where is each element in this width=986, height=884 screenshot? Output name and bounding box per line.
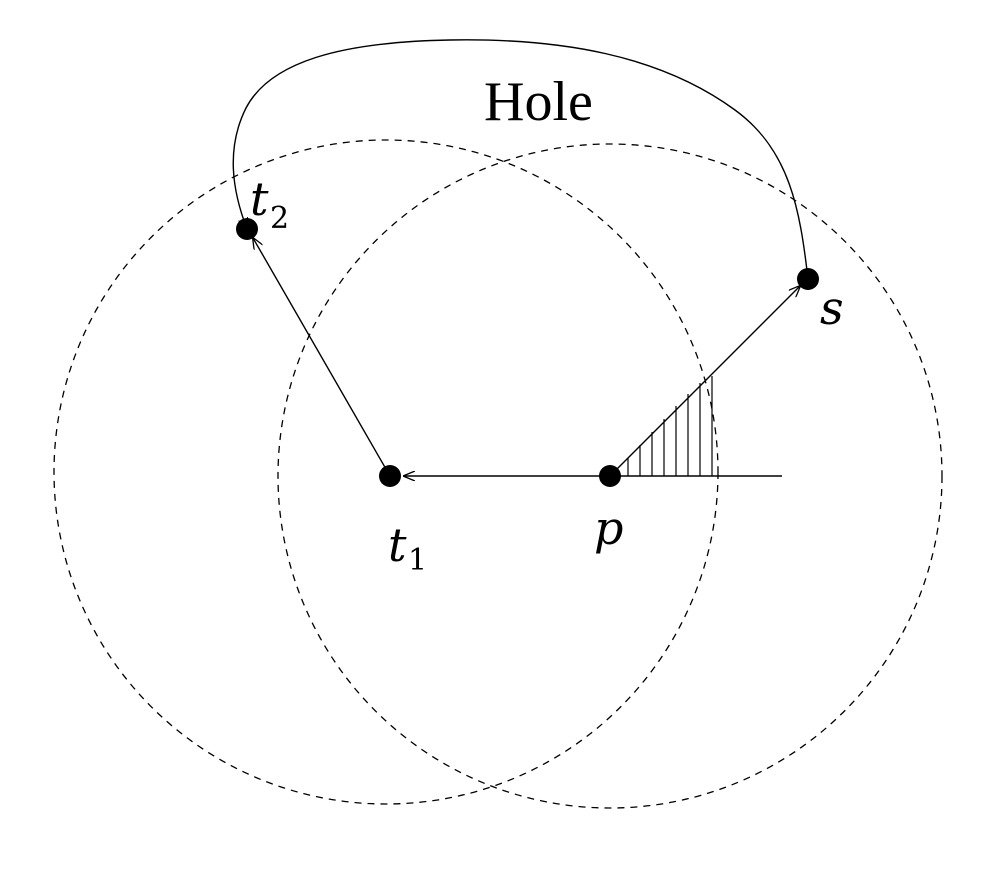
node-t2: [236, 218, 258, 240]
hatched-sector: [627, 376, 713, 476]
node-t1: [379, 465, 401, 487]
svg-text:1: 1: [408, 543, 427, 578]
range-circle-p: [277, 143, 943, 809]
edge-t1-t2: [253, 238, 391, 477]
label-t1: t 1: [388, 518, 427, 578]
label-p: p: [594, 501, 623, 555]
hole-boundary-curve: [232, 39, 809, 280]
label-s: s: [820, 281, 844, 335]
label-t2: t 2: [250, 172, 289, 236]
node-s: [797, 268, 819, 290]
svg-text:2: 2: [270, 201, 289, 236]
range-circle-t1: [53, 139, 719, 805]
svg-text:t: t: [388, 518, 407, 572]
hole-title: Hole: [484, 71, 593, 133]
edge-p-s: [609, 286, 800, 477]
svg-text:t: t: [250, 172, 269, 226]
node-p: [599, 465, 621, 487]
